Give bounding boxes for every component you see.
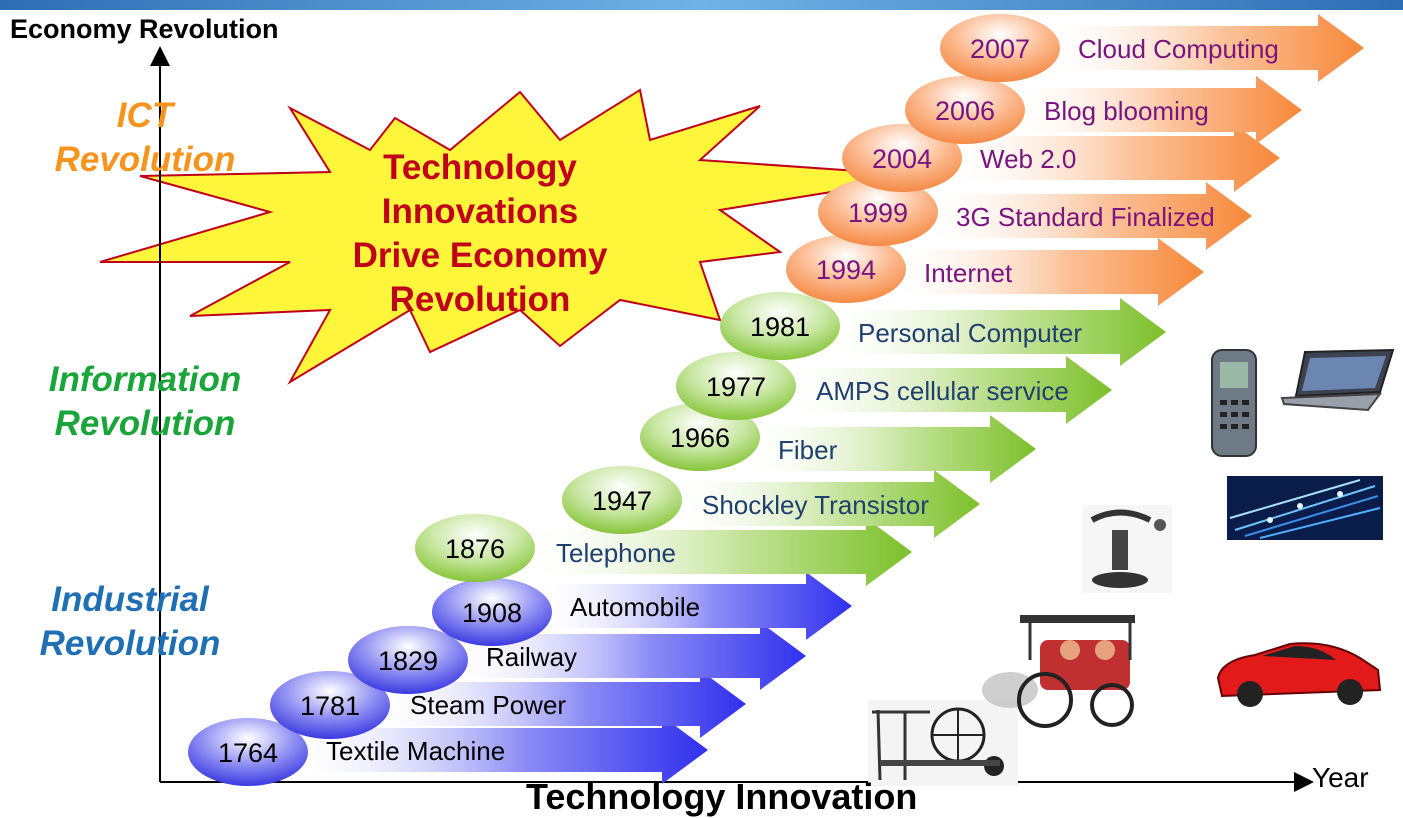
callout-line3: Drive Economy [352,236,608,275]
antique-telephone-picture [1082,505,1172,593]
milestone-1908: 1908 Automobile [432,572,852,646]
milestone-label-2007: Cloud Computing [1078,34,1279,64]
milestone-label-2006: Blog blooming [1044,96,1209,126]
milestone-label-1981: Personal Computer [858,318,1082,348]
milestone-arrow-1981 [832,298,1166,366]
milestone-year-1994: 1994 [816,255,876,285]
fiber-optics-picture [1227,476,1383,540]
milestone-2007: 2007 Cloud Computing [940,14,1364,82]
milestone-label-1966: Fiber [778,435,838,465]
milestone-ellipse-1781 [270,671,390,739]
milestone-year-1781: 1781 [300,691,360,721]
milestone-2004: 2004 Web 2.0 [842,124,1280,192]
milestone-year-1977: 1977 [706,372,766,402]
milestone-ellipse-1764 [188,718,308,786]
milestone-1764: 1764 Textile Machine [188,716,708,786]
era-industrial-line2: Revolution [39,624,221,663]
bottom-title: Technology Innovation [526,776,918,817]
milestone-label-1876: Telephone [556,538,676,568]
milestone-label-1994: Internet [924,258,1013,288]
callout-line1: Technology [383,148,577,187]
milestone-arrow-1876 [530,518,912,586]
milestone-ellipse-2007 [940,14,1060,82]
era-ict-line2: Revolution [54,140,236,179]
milestone-label-1781: Steam Power [410,690,566,720]
milestone-2006: 2006 Blog blooming [905,76,1302,144]
milestone-ellipse-1966 [640,403,760,471]
milestone-label-1908: Automobile [570,592,700,622]
milestone-year-1981: 1981 [750,312,810,342]
milestone-ellipse-1947 [562,466,682,534]
mobile-phone-picture [1211,349,1257,457]
era-ict-label: ICT Revolution [0,94,290,182]
era-industrial-label: Industrial Revolution [0,578,260,666]
milestone-1966: 1966 Fiber [640,403,1036,483]
milestone-label-1977: AMPS cellular service [816,376,1069,406]
milestone-year-1908: 1908 [462,598,522,628]
milestone-year-1764: 1764 [218,738,278,768]
era-industrial-line1: Industrial [51,580,209,619]
milestone-arrow-1829 [460,622,806,690]
milestone-arrow-1994 [898,238,1204,306]
milestone-label-1764: Textile Machine [326,736,505,766]
era-information-line2: Revolution [54,404,236,443]
milestone-year-1966: 1966 [670,423,730,453]
milestone-arrow-1764 [300,716,708,784]
milestone-arrow-1999 [930,182,1252,250]
milestone-1829: 1829 Railway [348,622,806,694]
milestone-1994: 1994 Internet [786,235,1204,306]
milestone-arrow-1947 [676,470,980,538]
milestone-1999: 1999 3G Standard Finalized [818,178,1252,250]
milestone-arrow-1908 [544,572,852,640]
milestone-ellipse-2006 [905,76,1025,144]
y-axis-title: Economy Revolution [10,14,279,44]
milestone-year-2004: 2004 [872,144,932,174]
milestone-ellipse-1994 [786,235,906,303]
diagram-canvas: 1764 Textile Machine 1781 Steam Power 1829 Ra… [0,0,1403,792]
era-ict-line1: ICT [116,96,174,135]
milestone-label-2004: Web 2.0 [980,144,1076,174]
milestone-ellipse-1977 [676,352,796,420]
era-information-label: Information Revolution [0,358,290,446]
milestone-arrow-2004 [954,124,1280,192]
milestone-year-1829: 1829 [378,646,438,676]
milestones: 1764 Textile Machine 1781 Steam Power 1829 Ra… [188,14,1364,786]
milestone-1947: 1947 Shockley Transistor [562,466,980,538]
milestone-1981: 1981 Personal Computer [720,292,1166,366]
milestone-year-2006: 2006 [935,96,995,126]
antique-car-picture [982,615,1135,728]
textile-machine-picture [868,700,1018,786]
sports-car-picture [1216,642,1382,707]
milestone-arrow-2006 [1018,76,1302,144]
milestone-ellipse-1829 [348,626,468,694]
header-band [0,0,1403,10]
milestone-ellipse-2004 [842,124,962,192]
milestone-arrow-1781 [384,670,746,738]
callout-text: Technology Innovations Drive Economy Rev… [330,146,630,322]
milestone-label-1947: Shockley Transistor [702,490,929,520]
milestone-ellipse-1876 [415,514,535,582]
callout-line2: Innovations [381,192,579,231]
milestone-year-1999: 1999 [848,198,908,228]
milestone-1781: 1781 Steam Power [270,670,746,739]
milestone-ellipse-1981 [720,292,840,360]
milestone-year-1947: 1947 [592,486,652,516]
milestone-arrow-1966 [752,415,1036,483]
x-axis-title: Year [1312,762,1369,793]
milestone-ellipse-1999 [818,178,938,246]
milestone-label-1999: 3G Standard Finalized [956,202,1215,232]
milestone-1977: 1977 AMPS cellular service [676,352,1112,424]
milestone-year-2007: 2007 [970,34,1030,64]
milestone-label-1829: Railway [486,642,577,672]
milestone-1876: 1876 Telephone [415,514,912,586]
era-information-line1: Information [48,360,242,399]
milestone-arrow-2007 [1052,14,1364,82]
laptop-picture [1280,348,1395,412]
milestone-year-1876: 1876 [445,534,505,564]
milestone-ellipse-1908 [432,578,552,646]
milestone-arrow-1977 [790,356,1112,424]
callout-starburst [99,88,931,385]
callout-line4: Revolution [389,280,571,319]
